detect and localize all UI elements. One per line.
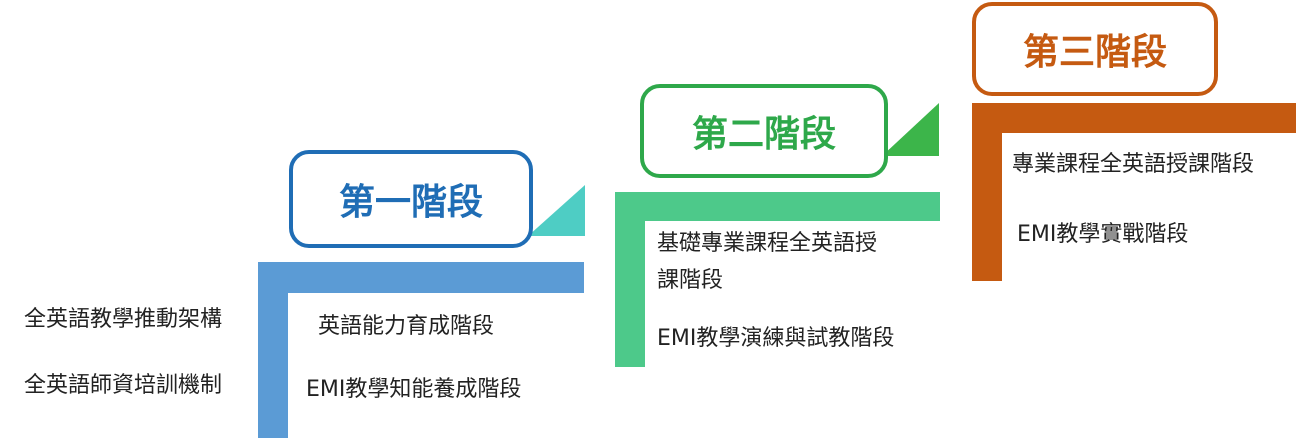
stage1-bracket [258,262,584,438]
stage2-title: 第二階段 [691,114,836,155]
stage2-title-box: 第二階段 [640,84,888,178]
stage2-triangle [882,103,939,156]
stage3-bracket [972,103,1296,281]
stage3-title-box: 第三階段 [972,2,1218,96]
stage3-item-emi-practical: EMI教學實戰階段 [1017,222,1189,247]
stage2-item-basic-courses-line1: 基礎專業課程全英語授 [657,231,878,256]
left-label-framework: 全英語教學推動架構 [24,307,223,332]
stage1-triangle [528,185,585,236]
stage2-item-emi-practice: EMI教學演練與試教階段 [657,326,895,351]
stage1-item-english-ability: 英語能力育成階段 [318,314,495,339]
stage3-title: 第三階段 [1022,32,1167,73]
stage3-item-professional-courses: 專業課程全英語授課階段 [1012,152,1255,177]
left-label-training: 全英語師資培訓機制 [24,373,223,398]
stage1-title-box: 第一階段 [289,150,533,248]
stage2-bracket [615,192,940,367]
stage2-item-basic-courses-line2: 課階段 [657,268,724,293]
stage1-title: 第一階段 [338,182,483,223]
stage1-item-emi-knowledge: EMI教學知能養成階段 [306,377,522,402]
